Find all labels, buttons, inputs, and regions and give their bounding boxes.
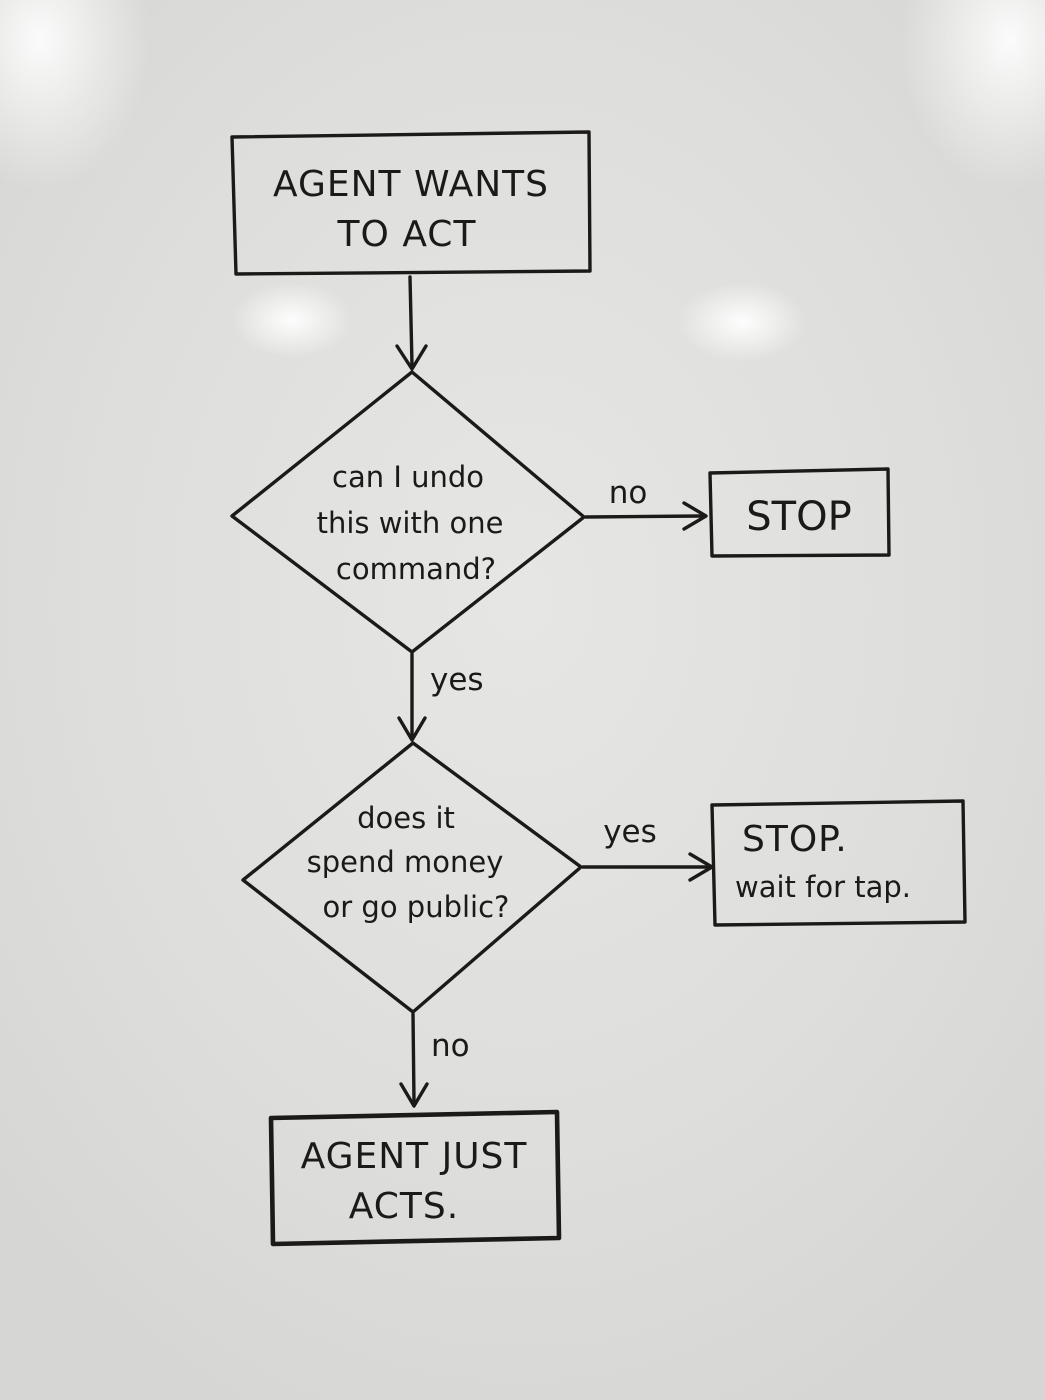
decision-undo-line-3: command?: [336, 552, 496, 586]
arrow-money-no: no: [399, 1012, 470, 1108]
edge-label-undo-yes: yes: [430, 662, 484, 698]
stop-box-1: STOP: [708, 467, 891, 558]
decision-money-diamond: does it spend money or go public?: [241, 741, 583, 1014]
arrow-money-yes: yes: [581, 814, 714, 882]
arrow-undo-no: no: [584, 475, 708, 531]
decision-undo-diamond: can I undo this with one command?: [230, 370, 586, 654]
edge-label-money-yes: yes: [603, 814, 657, 850]
end-box: AGENT JUST ACTS.: [268, 1109, 562, 1247]
arrow-undo-yes: yes: [397, 652, 484, 742]
end-text-line-1: AGENT JUST: [301, 1136, 528, 1177]
start-box: AGENT WANTS TO ACT: [230, 130, 592, 276]
decision-money-line-3: or go public?: [323, 890, 510, 924]
decision-money-line-1: does it: [357, 801, 455, 835]
decision-undo-line-1: can I undo: [332, 460, 484, 494]
stop-2-line-1: STOP.: [742, 819, 848, 860]
decision-undo-line-2: this with one: [317, 506, 504, 540]
edge-label-money-no: no: [431, 1028, 470, 1064]
decision-money-line-2: spend money: [307, 845, 504, 879]
stop-box-2: STOP. wait for tap.: [710, 799, 967, 927]
arrow-start-to-undo: [395, 275, 428, 371]
stop-1-text: STOP: [746, 494, 851, 540]
start-text-line-2: TO ACT: [337, 214, 477, 255]
start-text-line-1: AGENT WANTS: [273, 164, 549, 205]
edge-label-undo-no: no: [609, 475, 648, 511]
stop-2-line-2: wait for tap.: [735, 870, 911, 904]
end-text-line-2: ACTS.: [349, 1186, 459, 1227]
